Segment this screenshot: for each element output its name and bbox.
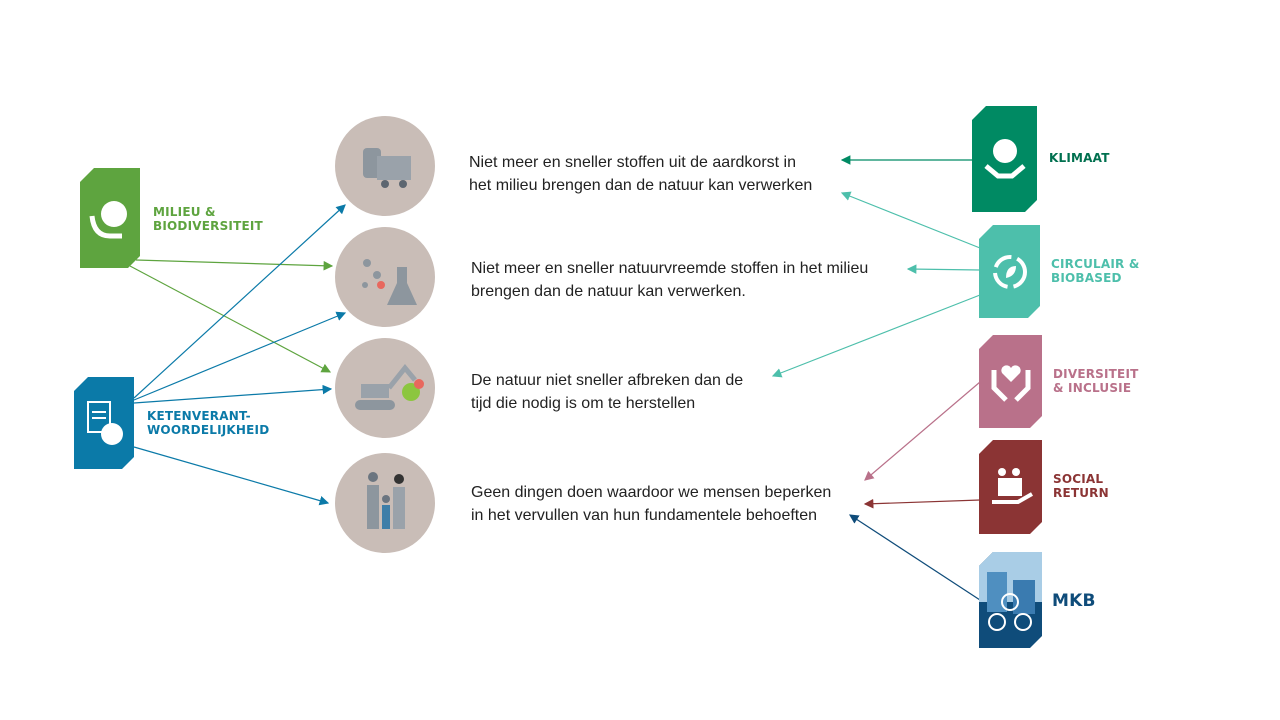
arrow	[129, 265, 332, 373]
arrow	[133, 384, 333, 404]
arrow	[133, 204, 346, 399]
keten-tile	[74, 377, 134, 469]
milieu-tile	[80, 168, 140, 268]
klimaat-tile	[972, 106, 1037, 212]
diversiteit-label: DIVERSITEIT& INCLUSIE	[1053, 367, 1139, 395]
document-globe-icon	[82, 398, 126, 448]
arrow	[864, 381, 981, 481]
arrow	[840, 191, 981, 249]
heart-hands-icon	[988, 360, 1034, 404]
statement-1: Niet meer en sneller stoffen uit de aard…	[469, 154, 813, 194]
circulair-label: CIRCULAIR &BIOBASED	[1051, 257, 1140, 285]
family-icon	[335, 453, 435, 553]
milieu-label: MILIEU &BIODIVERSITEIT	[153, 205, 263, 233]
people-hand-icon	[988, 464, 1034, 510]
arrow	[906, 264, 981, 274]
circulair-tile	[979, 225, 1040, 318]
recycle-leaf-icon	[988, 250, 1032, 294]
globe-handshake-icon	[982, 136, 1028, 182]
statement-2: Niet meer en sneller natuurvreemde stoff…	[471, 260, 869, 300]
arrow	[771, 294, 981, 378]
excavator-tree-icon	[335, 338, 435, 438]
mkb-tile	[979, 552, 1042, 648]
mkb-label: MKB	[1052, 591, 1096, 611]
statement-4: Geen dingen doen waardoor we mensen bepe…	[471, 484, 832, 524]
klimaat-label: KLIMAAT	[1049, 151, 1110, 165]
diversiteit-tile	[979, 335, 1042, 428]
arrow	[135, 259, 334, 271]
arrow	[848, 514, 981, 601]
mining-cart-icon	[335, 116, 435, 216]
social-return-tile	[979, 440, 1042, 534]
network-buildings-icon	[979, 552, 1042, 648]
arrow	[863, 498, 981, 509]
globe-hand-icon	[88, 196, 132, 240]
arrow	[133, 311, 347, 401]
arrow	[133, 446, 330, 506]
keten-label: KETENVERANT-WOORDELIJKHEID	[147, 409, 270, 437]
chemistry-flask-icon	[335, 227, 435, 327]
